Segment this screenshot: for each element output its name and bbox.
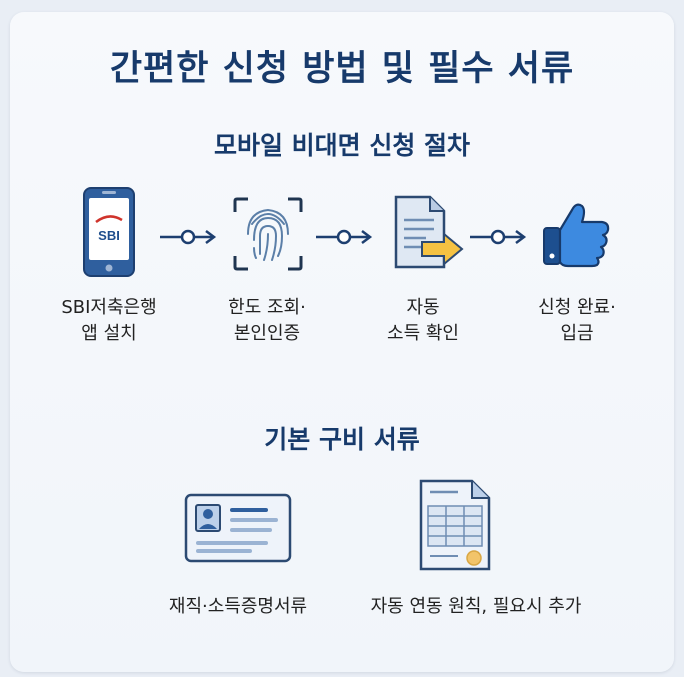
fingerprint-icon [233,197,303,271]
step-2-label: 한도 조회·본인인증 [228,297,306,344]
document-2-label: 자동 연동 원칙, 필요시 추가 [370,596,582,617]
content-card [10,12,674,672]
step-4-label: 신청 완료·입금 [538,297,616,344]
procedure-heading: 모바일 비대면 신청 절차 [213,131,471,160]
arrow-3-icon [470,229,527,245]
smartphone-icon: SBI [83,187,135,277]
document-arrow-icon [394,195,464,269]
arrow-2-icon [316,229,373,245]
document-1-label: 재직·소득증명서류 [168,596,308,617]
thumbs-up-icon [543,203,610,268]
documents-heading: 기본 구비 서류 [264,425,420,454]
arrow-1-icon [160,229,217,245]
id-card-icon [184,493,292,563]
page-title: 간편한 신청 방법 및 필수 서류 [109,49,575,89]
phone-logo-text: SBI [98,228,120,243]
form-document-icon [419,479,491,571]
